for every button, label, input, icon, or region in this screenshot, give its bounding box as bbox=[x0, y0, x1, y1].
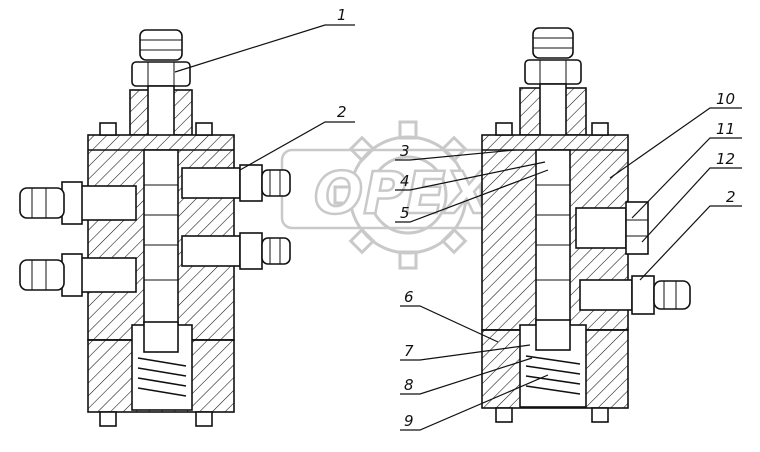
right-bolt-bottom-2 bbox=[591, 407, 609, 423]
left-left-fitting-lower bbox=[19, 253, 137, 297]
leader-8 bbox=[400, 357, 533, 395]
left-top-fitting bbox=[129, 29, 193, 142]
right-top-fitting bbox=[519, 27, 587, 143]
watermark-text: ОРЕХ bbox=[314, 159, 493, 227]
left-bolt-bottom-2 bbox=[195, 411, 213, 427]
leader-7 bbox=[400, 344, 531, 361]
leader-11 bbox=[631, 137, 742, 219]
callout-2b: 2 bbox=[726, 188, 736, 206]
left-right-fitting-upper bbox=[181, 164, 291, 202]
leader-9 bbox=[400, 374, 549, 431]
left-right-fitting-lower bbox=[181, 232, 291, 270]
leader-3 bbox=[395, 149, 516, 161]
left-left-fitting-upper bbox=[19, 181, 137, 225]
callout-labels: 1 2 3 4 5 10 11 12 2 6 7 8 9 bbox=[337, 6, 736, 430]
right-bolt-top-2 bbox=[591, 122, 609, 136]
right-side-fitting bbox=[579, 275, 691, 315]
leader-10 bbox=[609, 107, 742, 179]
callout-12: 12 bbox=[716, 150, 735, 168]
left-view bbox=[19, 29, 291, 427]
callout-4: 4 bbox=[400, 172, 410, 190]
callout-6: 6 bbox=[404, 288, 414, 306]
callout-7: 7 bbox=[404, 342, 414, 360]
left-bolt-top-1 bbox=[99, 122, 117, 136]
watermark-gear-icon bbox=[333, 120, 483, 270]
callout-2a: 2 bbox=[337, 103, 347, 121]
left-spring bbox=[137, 357, 187, 397]
right-plug bbox=[575, 201, 649, 255]
right-spring bbox=[525, 355, 581, 395]
right-bolt-top-1 bbox=[495, 122, 513, 136]
callout-11: 11 bbox=[716, 120, 735, 138]
callout-9: 9 bbox=[404, 412, 414, 430]
leader-4 bbox=[395, 161, 546, 191]
leader-1 bbox=[174, 24, 355, 73]
left-bolt-top-2 bbox=[195, 122, 213, 136]
callout-1: 1 bbox=[337, 6, 347, 24]
leader-5 bbox=[395, 169, 549, 223]
leader-2a bbox=[239, 121, 355, 171]
leader-6 bbox=[400, 305, 499, 343]
left-bolt-bottom-1 bbox=[99, 411, 117, 427]
callout-leaders bbox=[174, 24, 742, 431]
left-central-bore bbox=[143, 149, 179, 331]
callout-3: 3 bbox=[400, 142, 410, 160]
callout-5: 5 bbox=[400, 204, 410, 222]
leader-12 bbox=[641, 167, 742, 243]
callout-10: 10 bbox=[716, 90, 735, 108]
right-bolt-bottom-1 bbox=[495, 407, 513, 423]
callout-8: 8 bbox=[404, 376, 414, 394]
right-central-bore bbox=[535, 149, 571, 331]
leader-2b bbox=[639, 205, 742, 281]
right-view bbox=[481, 27, 691, 423]
